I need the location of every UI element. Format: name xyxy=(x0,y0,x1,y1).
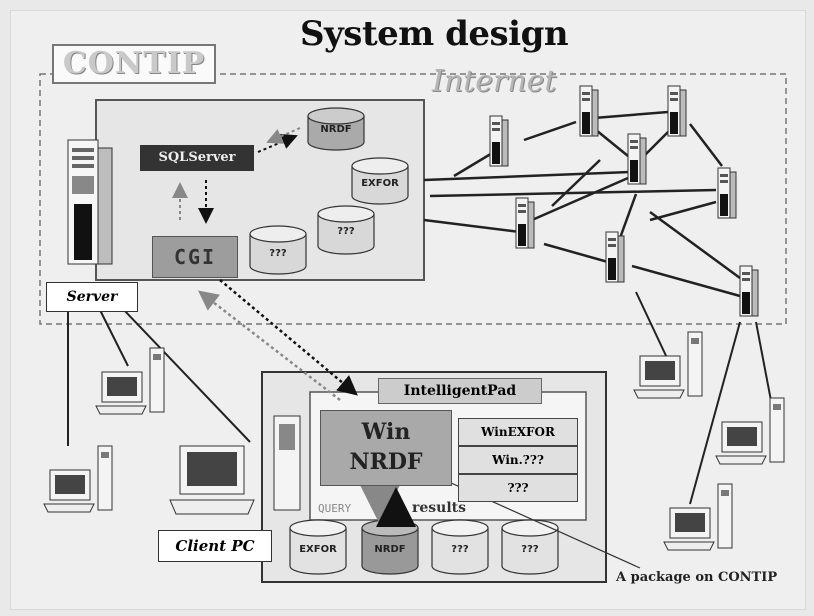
client-pc-computer xyxy=(169,415,301,515)
cgi-box: CGI xyxy=(152,236,238,278)
contip-label: CONTIP xyxy=(52,44,216,84)
client-db-label-exfor: EXFOR xyxy=(299,544,337,555)
results-label: results xyxy=(412,500,467,516)
sqlserver-box: SQLServer xyxy=(140,145,254,171)
server-db-label-unknown-2: ??? xyxy=(269,248,287,259)
module-winexfor: WinEXFOR xyxy=(458,418,578,446)
client-pc-label: Client PC xyxy=(158,530,272,562)
win-nrdf-box: Win NRDF xyxy=(320,410,452,486)
win-label: Win xyxy=(361,419,411,445)
network-lines xyxy=(423,110,741,298)
main-server xyxy=(67,139,113,265)
server-db-label-nrdf: NRDF xyxy=(320,124,352,135)
page-title: System design xyxy=(300,14,569,54)
server-db-label-exfor: EXFOR xyxy=(361,178,399,189)
nrdf-label: NRDF xyxy=(349,449,423,475)
server-db-label-unknown-1: ??? xyxy=(337,226,355,237)
package-note: A package on CONTIP xyxy=(616,570,778,585)
client-db-label-nrdf: NRDF xyxy=(374,544,406,555)
intelligentpad-label: IntelligentPad xyxy=(378,378,542,404)
server-label: Server xyxy=(46,282,138,312)
internet-region xyxy=(39,73,787,325)
client-lines xyxy=(67,291,773,505)
module-win-unknown: Win.??? xyxy=(458,446,578,474)
client-db-label-unknown-2: ??? xyxy=(521,544,539,555)
query-label: QUERY xyxy=(318,502,352,515)
internet-label: Internet xyxy=(432,64,557,99)
module-unknown: ??? xyxy=(458,474,578,502)
client-db-label-unknown-1: ??? xyxy=(451,544,469,555)
server-db-cylinders xyxy=(249,107,409,275)
